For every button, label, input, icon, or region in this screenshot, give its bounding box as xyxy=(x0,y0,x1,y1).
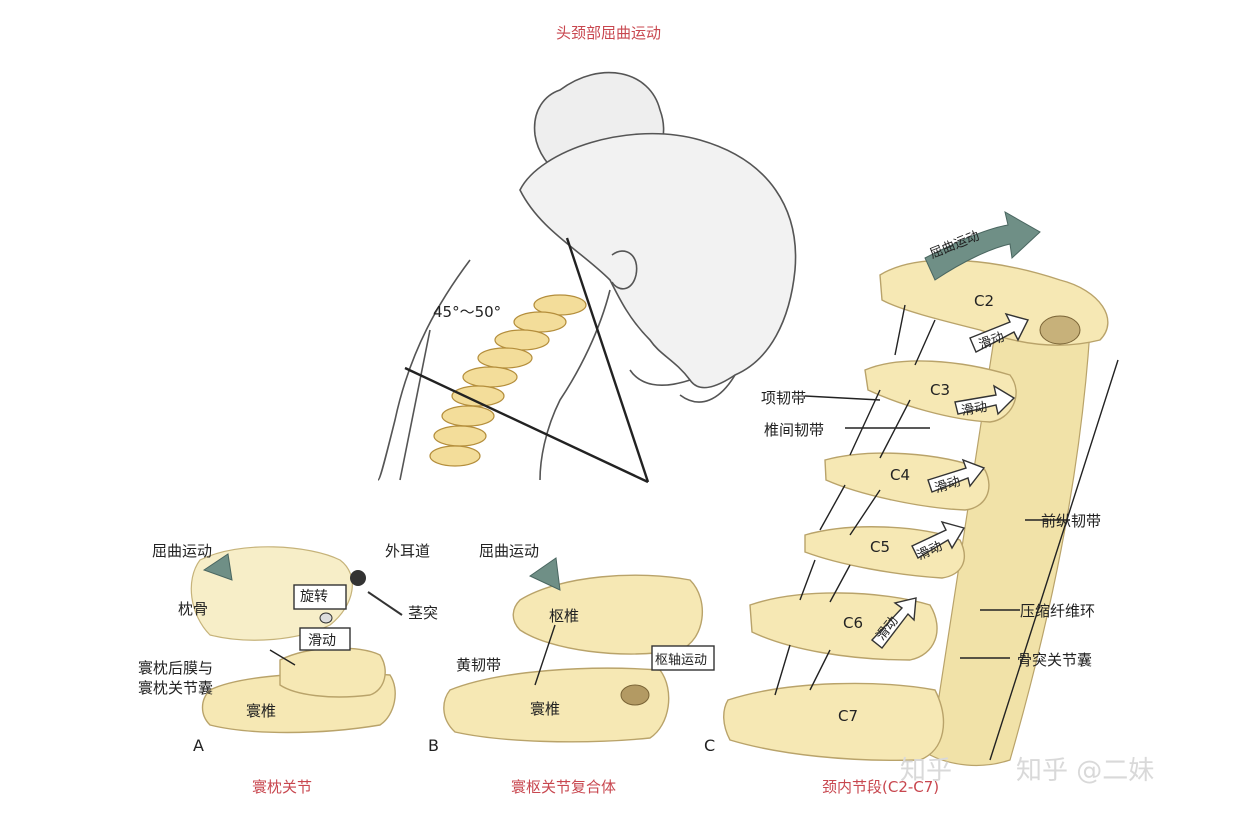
panel-b-caption: 寰枢关节复合体 xyxy=(511,778,617,796)
panel-b-atlas-label: 寰椎 xyxy=(530,700,561,718)
c4-label: C4 xyxy=(890,466,911,484)
axis-motion-label: 枢轴运动 xyxy=(655,653,708,668)
c5-label: C5 xyxy=(870,538,891,556)
panel-a-slide-label: 滑动 xyxy=(308,633,336,649)
rotation-label: 旋转 xyxy=(300,589,328,605)
watermark-2: 知乎 @二妹 xyxy=(1016,756,1155,786)
top-title: 头颈部屈曲运动 xyxy=(556,24,662,42)
panel-b-flexion-label: 屈曲运动 xyxy=(479,542,540,560)
panel-c-letter: C xyxy=(704,736,716,755)
watermark-1: 知乎 xyxy=(900,756,953,786)
panel-b-letter: B xyxy=(428,736,439,755)
angle-label: 45°～50° xyxy=(433,303,502,321)
panel-b-drawing xyxy=(443,557,715,743)
panel-a-flexion-label: 屈曲运动 xyxy=(152,542,213,560)
axis-label: 枢椎 xyxy=(549,607,580,625)
panel-a-atlas-label: 寰椎 xyxy=(246,702,277,720)
panel-a-letter: A xyxy=(193,736,204,755)
nuchal-ligament-label: 项韧带 xyxy=(761,389,807,407)
panel-c-drawing xyxy=(723,210,1119,767)
c7-label: C7 xyxy=(838,707,859,725)
membrane-label-line2: 寰枕关节囊 xyxy=(138,679,214,697)
annulus-label: 压缩纤维环 xyxy=(1020,602,1096,620)
c6-label: C6 xyxy=(843,614,864,632)
anterior-longitudinal-label: 前纵韧带 xyxy=(1041,512,1102,530)
cervical-spine-top xyxy=(429,294,587,467)
facet-capsule-label: 骨突关节囊 xyxy=(1017,651,1093,669)
styloid-label: 茎突 xyxy=(408,604,439,622)
occiput-label: 枕骨 xyxy=(178,600,209,618)
panel-c-caption: 颈内节段(C2-C7) xyxy=(822,778,940,796)
panel-a-drawing xyxy=(190,546,403,734)
flexion-angle-lines xyxy=(404,237,650,484)
ear-canal-label: 外耳道 xyxy=(385,542,431,560)
c3-label: C3 xyxy=(930,381,951,399)
membrane-label-line1: 寰枕后膜与 xyxy=(138,659,214,677)
head-figure xyxy=(377,71,797,481)
ligamentum-flavum-label: 黄韧带 xyxy=(456,656,502,674)
panel-a-caption: 寰枕关节 xyxy=(252,778,313,796)
c2-label: C2 xyxy=(974,292,995,310)
interspinous-ligament-label: 椎间韧带 xyxy=(764,421,825,439)
